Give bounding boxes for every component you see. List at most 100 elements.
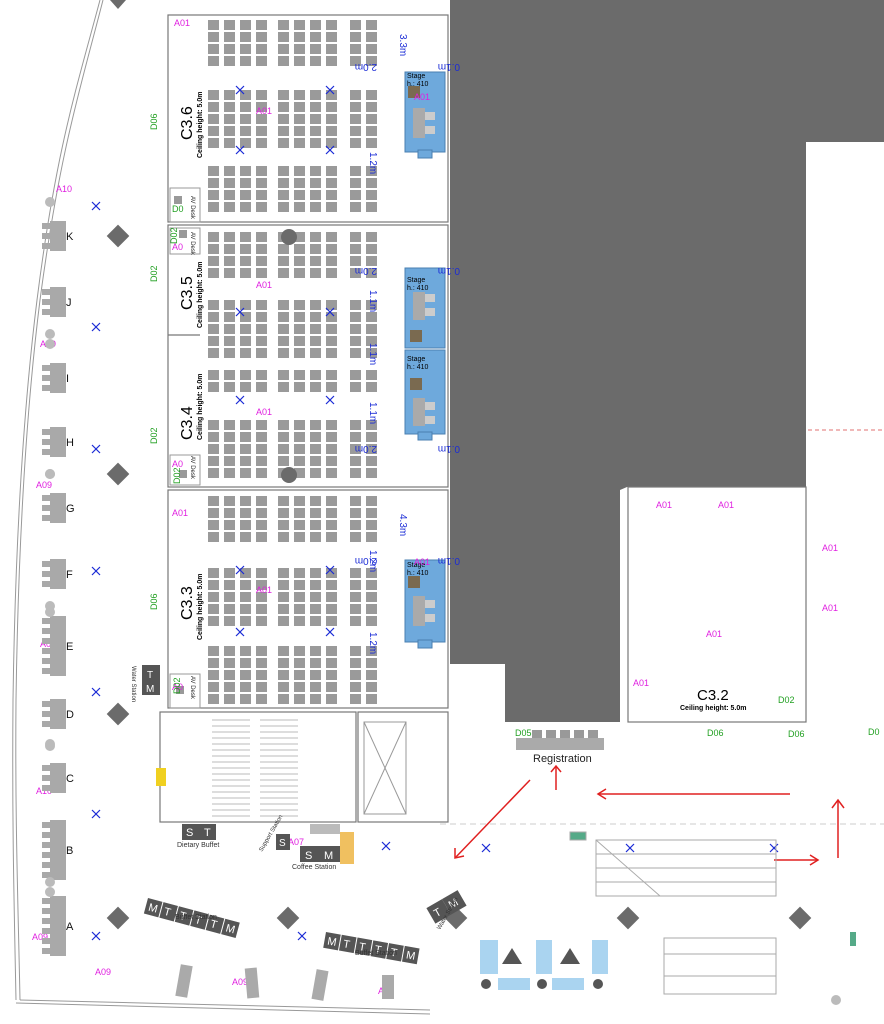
chair — [310, 44, 321, 54]
chair — [208, 456, 219, 466]
round-column — [45, 339, 55, 349]
chair — [224, 90, 235, 100]
chair — [240, 592, 251, 602]
chair — [208, 444, 219, 454]
door-code: D02 — [169, 227, 179, 244]
buffet-station-label: Buffet Station — [355, 950, 397, 957]
chair — [224, 56, 235, 66]
chair — [240, 232, 251, 242]
chair — [240, 178, 251, 188]
chair — [350, 580, 361, 590]
chair — [326, 102, 337, 112]
chair — [310, 348, 321, 358]
chair — [310, 508, 321, 518]
a-code: A01 — [706, 629, 722, 639]
chair — [326, 300, 337, 310]
chair — [366, 444, 377, 454]
chair — [256, 382, 267, 392]
chair — [240, 90, 251, 100]
chair — [256, 682, 267, 692]
chair — [326, 20, 337, 30]
dimension: 0.1m — [438, 265, 460, 276]
chair — [224, 370, 235, 380]
a-code: A01 — [656, 500, 672, 510]
chair — [326, 456, 337, 466]
chair-rows — [208, 20, 377, 704]
chair — [310, 90, 321, 100]
chair — [208, 646, 219, 656]
chair — [224, 232, 235, 242]
chair — [326, 244, 337, 254]
door-code: D0 — [868, 727, 880, 737]
door-codes: D06 D02 D02 D02 D02 D06 D02 D05 D06 D06 … — [149, 113, 880, 739]
sprinkler-marker — [235, 627, 245, 637]
chair — [240, 456, 251, 466]
dimension: 1.2m — [367, 632, 378, 654]
chair — [350, 370, 361, 380]
chair — [256, 420, 267, 430]
booth-table — [42, 822, 50, 828]
chair — [278, 190, 289, 200]
chair — [256, 670, 267, 680]
chair — [278, 178, 289, 188]
chair — [366, 604, 377, 614]
chair — [224, 468, 235, 478]
chair — [256, 508, 267, 518]
chair — [350, 670, 361, 680]
chair — [326, 532, 337, 542]
chair — [278, 202, 289, 212]
buffet-unit — [190, 910, 209, 930]
chair — [208, 420, 219, 430]
av-desk-label: AV Desk — [189, 456, 195, 480]
chair — [310, 312, 321, 322]
chair — [310, 682, 321, 692]
chair — [366, 138, 377, 148]
chair — [294, 256, 305, 266]
station-letter: M — [324, 850, 333, 862]
sprinkler-marker — [325, 395, 335, 405]
chair — [240, 20, 251, 30]
booth-table — [42, 243, 50, 249]
chair — [350, 568, 361, 578]
registration-desk: Registration — [516, 730, 604, 765]
chair — [350, 592, 361, 602]
chair — [208, 568, 219, 578]
chair — [240, 532, 251, 542]
registration-label: Registration — [533, 753, 592, 765]
chair — [256, 592, 267, 602]
a-code: A09 — [32, 932, 48, 942]
chair — [278, 126, 289, 136]
chair — [224, 244, 235, 254]
chair — [278, 348, 289, 358]
chair — [208, 694, 219, 704]
chair — [208, 32, 219, 42]
chair — [366, 126, 377, 136]
chair — [326, 370, 337, 380]
av-desk-code: D0 — [172, 204, 184, 214]
a-code: A01 — [256, 407, 272, 417]
booth-table — [42, 938, 50, 944]
av-desk-label: AV Desk — [189, 196, 195, 220]
av-desk-label: AV Desk — [189, 676, 195, 700]
chair — [224, 190, 235, 200]
chair — [208, 496, 219, 506]
booth-table — [42, 571, 50, 577]
round-column — [45, 197, 55, 207]
chair — [326, 682, 337, 692]
exhibit-booth — [50, 493, 66, 523]
chair — [366, 268, 377, 278]
chair — [224, 138, 235, 148]
booth-table — [42, 852, 50, 858]
chair — [294, 468, 305, 478]
chair — [256, 114, 267, 124]
booth-letter: J — [66, 297, 72, 309]
station-letter: T — [204, 827, 211, 839]
dimension: 0.1m — [438, 555, 460, 566]
chair — [350, 382, 361, 392]
chair — [208, 324, 219, 334]
chair — [294, 312, 305, 322]
chair — [310, 604, 321, 614]
chair — [294, 202, 305, 212]
room-ceiling-c35: Ceiling height: 5.0m — [197, 261, 204, 328]
chair — [224, 658, 235, 668]
